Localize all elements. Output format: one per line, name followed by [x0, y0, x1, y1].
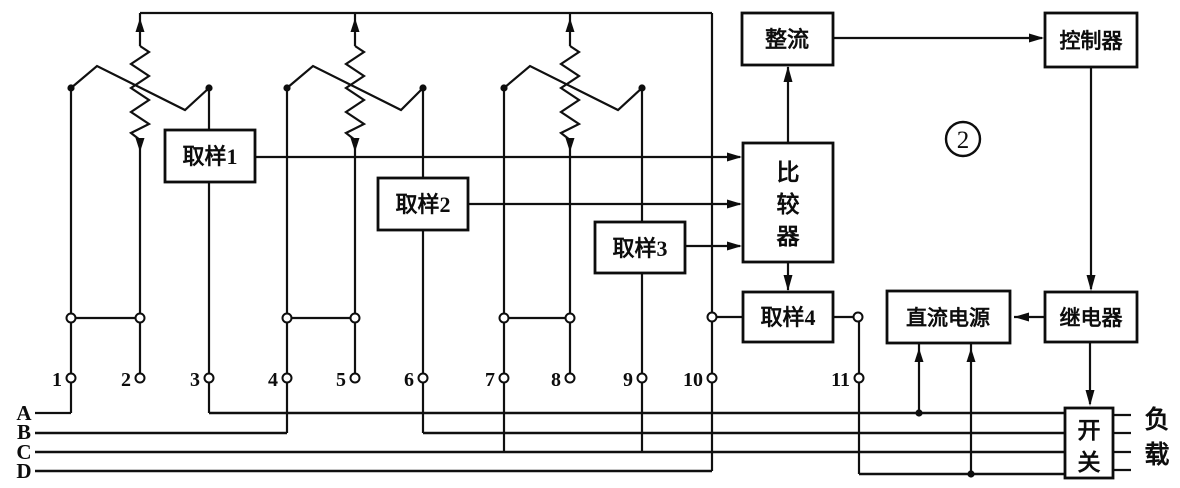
bus-labels: A B C D	[16, 401, 32, 483]
arrow-down-icon	[1086, 275, 1096, 291]
sample1-box	[163, 128, 257, 184]
wiper-arm-2	[286, 64, 424, 112]
bus-label-d: D	[16, 459, 31, 483]
terminal-7	[498, 372, 510, 384]
controller-box	[1043, 11, 1139, 69]
terminal-circles	[65, 311, 865, 384]
junction-dots	[67, 84, 975, 478]
arrow-right-icon	[727, 241, 742, 251]
tap-node	[281, 312, 293, 324]
tap-node	[564, 312, 576, 324]
rectifier-box	[740, 11, 835, 67]
bus-label-b: B	[17, 420, 31, 444]
sample2-label: 取样2	[395, 192, 450, 217]
sample4-right-node	[852, 311, 864, 323]
resistor-1	[128, 45, 152, 141]
terminal-4	[281, 372, 293, 384]
relay-label: 继电器	[1060, 306, 1124, 330]
comparator-label: 比较器	[776, 160, 801, 249]
terminal-2	[134, 372, 146, 384]
terminal-11	[853, 372, 865, 384]
terminal-number: 4	[268, 369, 278, 391]
terminal-number: 7	[485, 369, 495, 391]
terminal-numbers: 1 2 3 4 5 6 7 8 9 10 11	[52, 369, 850, 391]
arrow-up-icon	[914, 348, 924, 362]
terminal-number: 1	[52, 369, 62, 391]
sample4-left-node	[706, 311, 718, 323]
terminal-9	[636, 372, 648, 384]
arrow-up-icon	[966, 348, 976, 362]
sample4-box	[741, 290, 835, 344]
arrow-up-icon	[783, 66, 793, 82]
dc-power-box	[885, 289, 1012, 345]
tap-node	[65, 312, 77, 324]
arrowheads	[135, 18, 1096, 406]
bus-label-c: C	[16, 440, 31, 464]
sample3-box	[593, 220, 687, 275]
arrow-right-icon	[727, 152, 742, 162]
arrow-right-icon	[727, 199, 742, 209]
terminal-number: 5	[336, 369, 346, 391]
load-label: 负载	[1144, 406, 1169, 469]
arrow-up-icon	[350, 18, 360, 32]
tap-node	[349, 312, 361, 324]
terminal-3	[203, 372, 215, 384]
blocks	[163, 11, 1139, 480]
terminal-number: 11	[831, 369, 850, 391]
terminal-5	[349, 372, 361, 384]
terminal-number: 9	[623, 369, 633, 391]
arrow-down-icon	[135, 138, 145, 152]
bus-label-a: A	[16, 401, 32, 425]
comparator-box	[741, 141, 835, 264]
tap-node	[134, 312, 146, 324]
sample4-label: 取样4	[760, 305, 815, 330]
switch-label: 开关	[1078, 418, 1101, 475]
terminal-1	[65, 372, 77, 384]
terminal-number: 8	[551, 369, 561, 391]
arrow-left-icon	[1014, 312, 1029, 322]
tap-node	[498, 312, 510, 324]
figure-number: 2	[957, 127, 970, 154]
terminal-number: 2	[121, 369, 131, 391]
resistor-3	[558, 45, 582, 141]
resistor-2	[343, 45, 367, 141]
arrow-down-icon	[350, 138, 360, 152]
sample1-label: 取样1	[182, 144, 237, 169]
terminal-6	[417, 372, 429, 384]
dc-power-label: 直流电源	[906, 306, 990, 330]
arrow-down-icon	[1085, 390, 1095, 406]
relay-box	[1043, 290, 1139, 344]
figure-number-circle	[944, 120, 982, 158]
wiring	[35, 11, 1131, 476]
wiper-arm-3	[503, 64, 643, 112]
arrow-right-icon	[1029, 33, 1044, 43]
arrow-up-icon	[135, 18, 145, 32]
terminal-10	[706, 372, 718, 384]
sample2-box	[376, 176, 470, 232]
wiper-arm-1	[70, 64, 210, 112]
terminal-number: 6	[404, 369, 414, 391]
sample3-label: 取样3	[612, 236, 667, 261]
switch-box	[1063, 406, 1115, 480]
rectifier-label: 整流	[765, 27, 809, 52]
terminal-number: 3	[190, 369, 200, 391]
terminal-8	[564, 372, 576, 384]
controller-label: 控制器	[1060, 29, 1124, 53]
arrow-down-icon	[565, 138, 575, 152]
arrow-down-icon	[783, 275, 793, 291]
arrow-up-icon	[565, 18, 575, 32]
terminal-number: 10	[683, 369, 703, 391]
